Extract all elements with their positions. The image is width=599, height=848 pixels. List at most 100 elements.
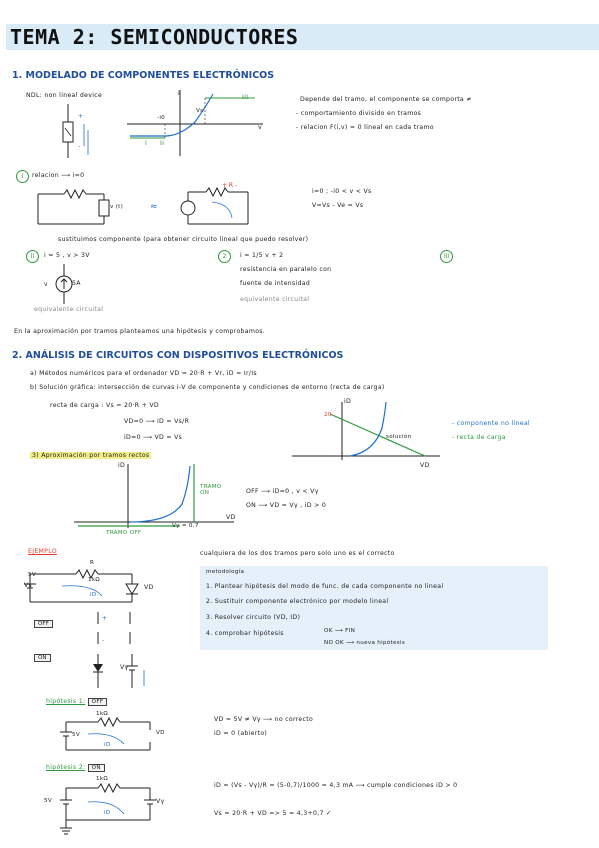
note-line-3: - relacion F(i,v) = 0 lineal en cada tra… — [296, 124, 434, 131]
section1-summary: En la aproximación por tramos planteamos… — [14, 328, 266, 335]
hyp1-row: hipótesis 1: OFF — [46, 698, 108, 706]
off-condition: OFF ⟶ iD=0 , v < Vγ — [246, 488, 319, 495]
on-vy-label: Vγ — [120, 664, 129, 671]
on-box: ON — [34, 654, 51, 662]
tramo3-line-3: fuente de intensidad — [240, 280, 311, 287]
hyp1-result-2: iD = 0 (abierto) — [214, 730, 268, 737]
iv-graph-section1 — [127, 90, 263, 156]
method-step-2: 2. Sustituir componente electrónico por … — [206, 598, 389, 605]
hyp1-state: OFF — [87, 698, 108, 706]
tramo3-line-1: i = 1/5 v + 2 — [240, 252, 284, 259]
graph-v-label: v — [258, 124, 262, 131]
tramo3-line-4: equivalente circuital — [240, 296, 310, 303]
svg-text:-: - — [102, 637, 104, 644]
ndl-text: NDL: non lineal device — [26, 92, 103, 99]
tramo1-equivalence: ≈ — [150, 202, 158, 212]
on-condition: ON ⟶ VD = Vγ , iD > 0 — [246, 502, 327, 509]
method-c: 3) Aproximación por tramos rectos — [30, 452, 152, 459]
tramo1-circuit-a — [37, 188, 110, 225]
example-id: iD — [90, 592, 97, 598]
graph-region-I: I — [145, 140, 148, 147]
method-ok: OK ⟶ FIN — [324, 628, 356, 634]
load-line-graph — [292, 401, 440, 460]
hyp1-v: 5V — [72, 732, 80, 738]
note-line-2: - comportamiento divisido en tramos — [296, 110, 422, 117]
methodology-title: metodología — [206, 569, 245, 575]
graph3-vy-label: Vγ = 0,7 — [172, 523, 199, 529]
methodology-box — [200, 566, 548, 650]
tramos-graph — [74, 464, 234, 528]
svg-text:v: v — [44, 281, 48, 288]
graph3-x-label: VD — [226, 514, 236, 521]
hyp2-row: hipótesis 2: ON — [46, 764, 105, 772]
title-bar — [6, 24, 599, 50]
hyp2-label: hipótesis 2: — [46, 764, 86, 771]
example-v: 5V — [28, 572, 36, 578]
example-vd: VD — [144, 584, 154, 591]
tramo3-extra-number: III — [440, 250, 453, 263]
graph2-y-label: iD — [344, 398, 352, 405]
method-b: b) Solución gráfica: intersección de cur… — [30, 384, 385, 391]
example-vs: Vs — [24, 582, 33, 589]
example-label: EJEMPLO — [28, 548, 57, 555]
tramo1-condition-1: i=0 ; -i0 < v < Vs — [312, 188, 372, 195]
hyp2-r: 1kΩ — [96, 776, 108, 782]
method-step-1: 1. Plantear hipótesis del modo de func. … — [206, 583, 444, 590]
load-line-title: recta de carga : Vs = 20·R + VD — [50, 402, 159, 409]
ndl-component-diagram: + - — [62, 104, 89, 158]
hyp2-vg: Vγ — [156, 798, 165, 805]
tramo1-relation: relacion ⟶ i=0 — [32, 172, 85, 179]
tramo2-number: II — [26, 250, 39, 263]
graph2-left-label: 20 — [324, 412, 332, 418]
example-circuit — [24, 568, 139, 603]
example-label-wrap: EJEMPLO — [28, 548, 57, 555]
hyp1-circuit — [60, 716, 151, 751]
section-1-heading: 1. MODELADO DE COMPONENTES ELECTRÓNICOS — [12, 70, 275, 81]
example-rv: 1kΩ — [88, 577, 100, 583]
tramo1-number: I — [16, 170, 29, 183]
off-box: OFF — [34, 620, 53, 628]
method-step-4: 4. comprobar hipótesis — [206, 630, 284, 637]
tramo1-v-label: v (t) — [110, 204, 124, 210]
example-r: R — [90, 560, 95, 566]
load-line-eq-1: VD=0 ⟶ iD = Vs/R — [124, 418, 190, 425]
hyp1-vd: VD — [156, 730, 165, 736]
hyp2-result-1: iD = (Vs - Vγ)/R = (5-0,7)/1000 = 4,3 mA… — [214, 782, 458, 789]
substitute-note: sustituimos componente (para obtener cir… — [58, 236, 309, 243]
method-step-3: 3. Resolver circuito (VD, ID) — [206, 614, 301, 621]
legend-component: - componente no lineal — [452, 420, 530, 427]
graph-region-III: III — [242, 94, 249, 101]
graph-vs-label: Vs — [196, 108, 204, 114]
page-title: TEMA 2: SEMICONDUCTORES — [10, 25, 299, 49]
tramo3-line-2: resistencia en paralelo con — [240, 266, 332, 273]
hyp2-circuit — [60, 782, 156, 835]
graph2-x-label: VD — [420, 462, 430, 469]
graph-minus-i0: -i0 — [157, 115, 166, 121]
graph3-off-label: TRAMO OFF — [106, 530, 142, 536]
tramo2-condition: i = 5 , v > 3V — [44, 252, 90, 259]
example-note: cualquiera de los dos tramos pero solo u… — [200, 550, 395, 557]
tramo1-circuit-b: + R - — [180, 182, 249, 225]
graph2-solution: solución — [386, 434, 412, 440]
hyp2-id: iD — [104, 810, 111, 816]
legend-load-line: - recta de carga — [452, 434, 506, 441]
method-c-text: 3) Aproximación por tramos rectos — [30, 452, 152, 459]
hyp1-label: hipótesis 1: — [46, 698, 86, 705]
off-model: + - — [97, 612, 131, 644]
load-line-eq-2: iD=0 ⟶ VD = Vs — [124, 434, 183, 441]
graph-i-label: i — [178, 90, 181, 97]
svg-text:+: + — [78, 113, 83, 120]
svg-text:-: - — [78, 143, 80, 150]
on-model — [93, 654, 145, 688]
tramo2-source-value: 5A — [72, 280, 81, 287]
svg-text:+: + — [102, 615, 107, 622]
hyp2-result-2: Vs = 20·R + VD => 5 = 4,3+0,7 ✓ — [214, 810, 332, 817]
tramo1-condition-2: V=Vs - Ve = Vs — [312, 202, 364, 209]
tramo2-current-source: v — [44, 264, 73, 304]
graph3-on-label: TRAMO ON — [200, 484, 222, 496]
hyp1-r: 1kΩ — [96, 711, 108, 717]
method-not-ok: NO OK ⟶ nueva hipótesis — [324, 640, 406, 646]
tramo3-number: 2 — [218, 250, 231, 263]
tramo2-equivalent: equivalente circuital — [34, 306, 104, 313]
hyp2-state: ON — [87, 764, 105, 772]
